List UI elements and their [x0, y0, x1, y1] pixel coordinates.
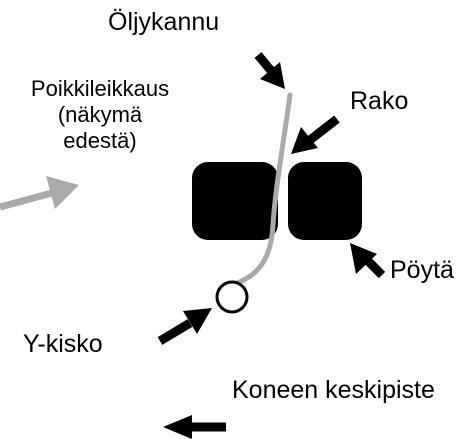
- cross-section-label: Poikkileikkaus (näkymä edestä): [22, 78, 178, 152]
- cross-section-label-line1: Poikkileikkaus: [30, 76, 170, 101]
- machine-center-arrow: [163, 415, 226, 439]
- oil-can-arrow: [254, 52, 285, 89]
- y-rail-circle: [215, 280, 249, 314]
- cross-section-label-line3: edestä): [63, 128, 137, 153]
- right-table-block: [288, 162, 362, 240]
- cross-section-label-line2: (näkymä: [57, 102, 143, 127]
- y-rail-arrow: [157, 308, 212, 345]
- oil-can-label: Öljykannu: [108, 8, 220, 36]
- table-arrow: [350, 243, 386, 279]
- table-label: Pöytä: [390, 256, 454, 284]
- gap-arrow: [291, 115, 340, 154]
- oil-spout-tube: [232, 92, 293, 287]
- gap-label: Rako: [350, 87, 409, 115]
- y-rail-label: Y-kisko: [23, 330, 103, 358]
- cross-section-arrow: [0, 176, 79, 211]
- machine-center-label: Koneen keskipiste: [232, 376, 435, 404]
- left-table-block: [192, 162, 278, 240]
